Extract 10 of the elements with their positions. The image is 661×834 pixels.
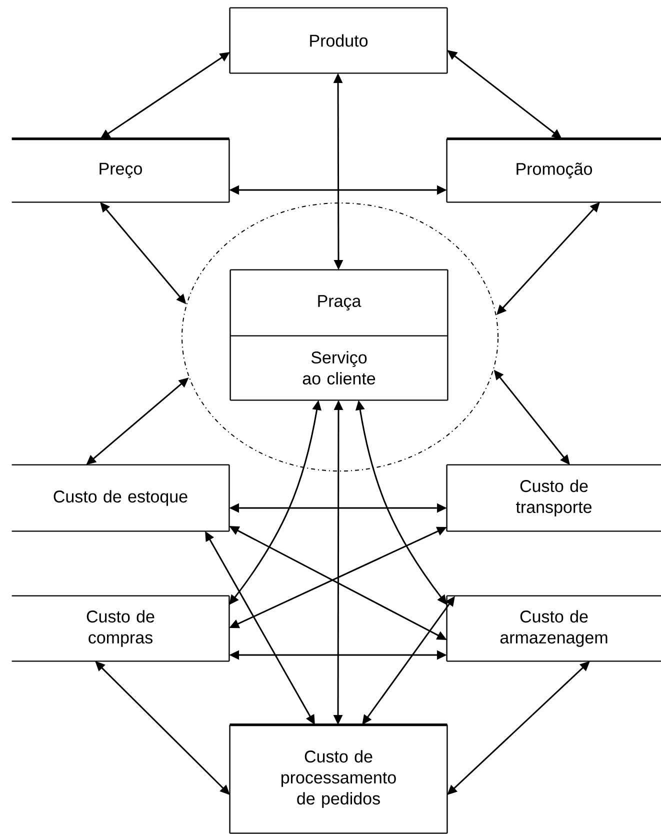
labeled-box: Custo de compras — [12, 595, 230, 662]
divided-box: Praça Serviço ao cliente — [230, 269, 448, 401]
labeled-box: Promoção — [446, 138, 661, 203]
labeled-box: Custo de estoque — [12, 464, 230, 532]
dotted-ellipse — [182, 202, 498, 472]
labeled-box: Produto — [229, 7, 448, 74]
labeled-box: Custo de transporte — [446, 464, 661, 532]
labeled-box: Custo de armazenagem — [446, 595, 661, 662]
labeled-box: Custo de processamento de pedidos — [229, 724, 448, 834]
labeled-box: Preço — [12, 138, 230, 203]
